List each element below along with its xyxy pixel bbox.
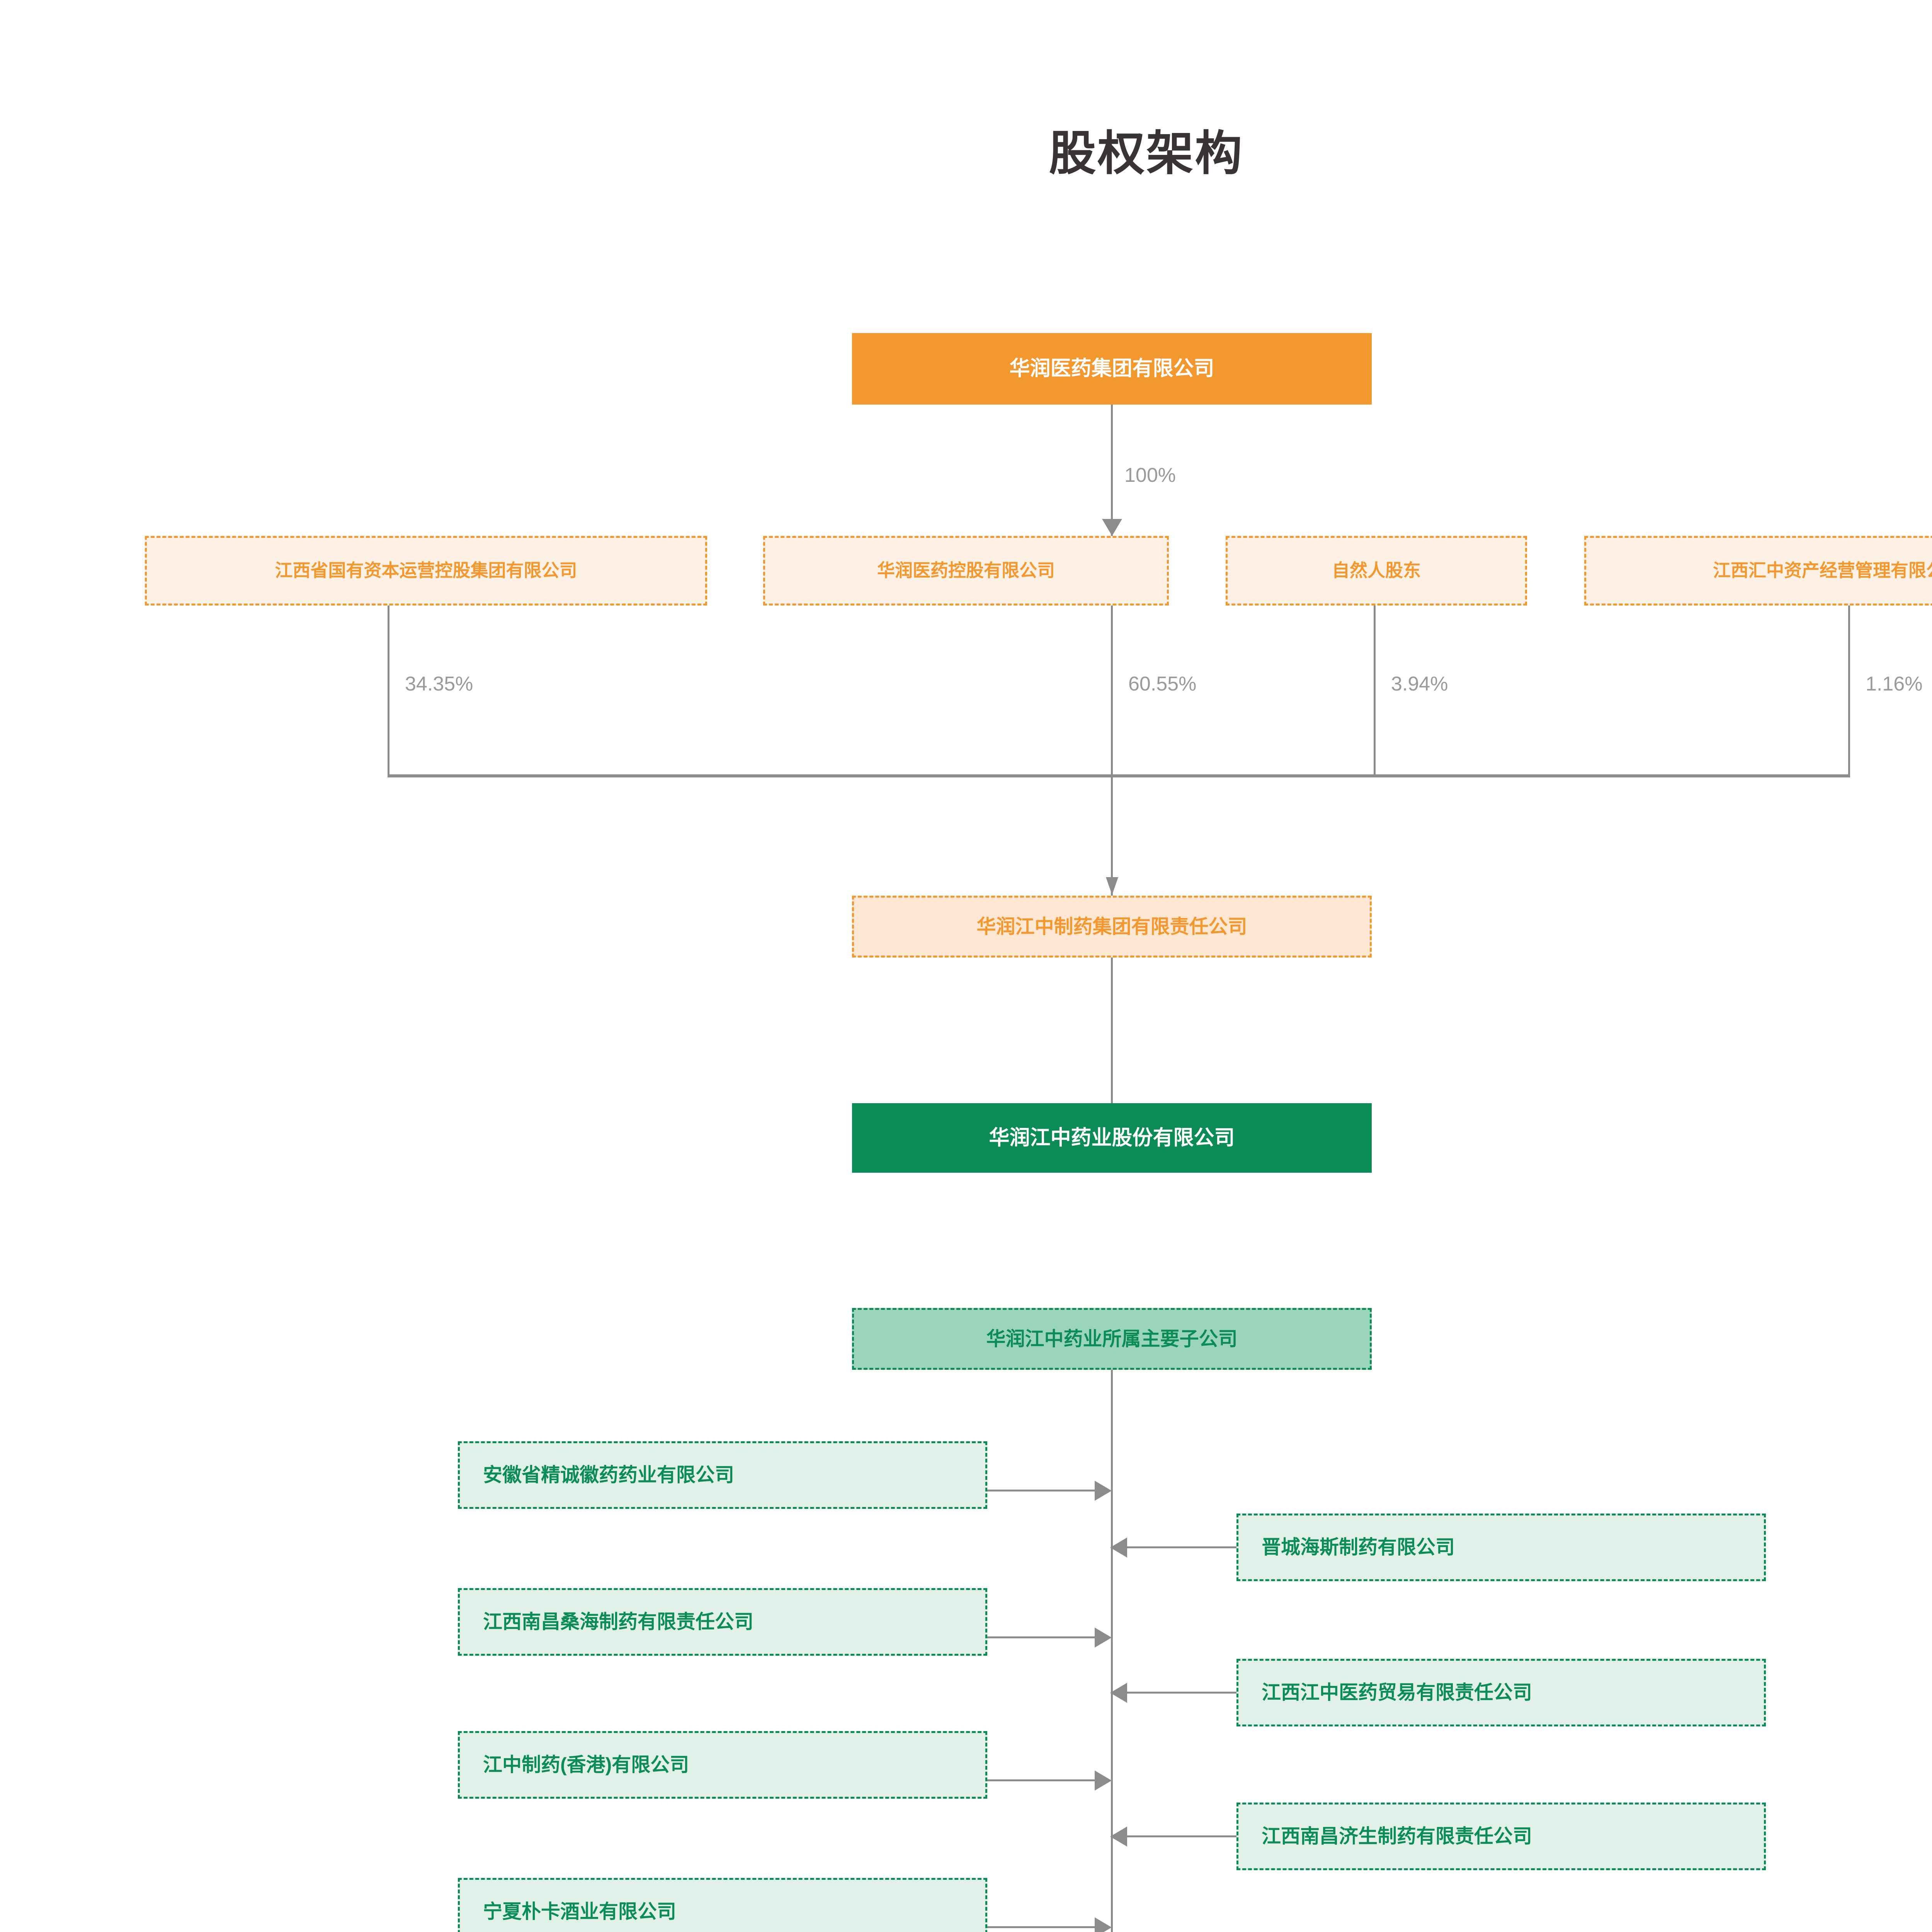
connector-root-to-crph <box>1111 405 1113 536</box>
node-holding-company-label: 华润江中制药集团有限责任公司 <box>976 915 1247 937</box>
node-subsidiaries-header-label: 华润江中药业所属主要子公司 <box>986 1328 1238 1350</box>
node-listed-company[interactable]: 华润江中药业股份有限公司 <box>852 1103 1372 1173</box>
edge-label-shareholder-2-percent: 3.94% <box>1391 673 1448 695</box>
arrowhead-subsidiary-right-1 <box>1110 1683 1127 1703</box>
connector-shareholder-2-drop <box>1374 605 1376 776</box>
node-subsidiary-right-1-label: 江西江中医药贸易有限责任公司 <box>1262 1682 1532 1704</box>
edge-label-shareholder-0-percent: 34.35% <box>405 673 473 695</box>
edge-label-shareholder-1-percent: 60.55% <box>1128 673 1197 695</box>
node-holding-company[interactable]: 华润江中制药集团有限责任公司 <box>852 896 1372 957</box>
node-shareholder-0[interactable]: 江西省国有资本运营控股集团有限公司 <box>145 536 707 605</box>
node-shareholder-1-label: 华润医药控股有限公司 <box>877 560 1055 581</box>
node-shareholder-3[interactable]: 江西汇中资产经营管理有限公司 <box>1584 536 1932 605</box>
connector-subsidiary-left-1 <box>987 1636 1095 1638</box>
node-subsidiary-right-0[interactable]: 晋城海斯制药有限公司 <box>1236 1514 1766 1581</box>
connector-subsidiary-right-2 <box>1127 1835 1236 1837</box>
connector-shareholder-1-drop <box>1111 605 1113 776</box>
arrowhead-subsidiary-right-0 <box>1110 1537 1127 1558</box>
connector-subsidiary-left-2 <box>987 1779 1095 1781</box>
arrowhead-root-to-crph <box>1102 519 1122 536</box>
node-shareholder-2-label: 自然人股东 <box>1332 560 1421 581</box>
node-subsidiary-right-1[interactable]: 江西江中医药贸易有限责任公司 <box>1236 1659 1766 1726</box>
node-subsidiary-left-3[interactable]: 宁夏朴卡酒业有限公司 <box>458 1878 987 1932</box>
edge-label-shareholder-3-percent: 1.16% <box>1866 673 1923 695</box>
node-subsidiary-left-0[interactable]: 安徽省精诚徽药药业有限公司 <box>458 1441 987 1509</box>
connector-shareholder-3-drop <box>1848 605 1850 776</box>
node-shareholder-0-label: 江西省国有资本运营控股集团有限公司 <box>275 560 577 581</box>
node-root-company-label: 华润医药集团有限公司 <box>1009 357 1214 380</box>
node-shareholder-2[interactable]: 自然人股东 <box>1226 536 1527 605</box>
connector-subsidiary-spine <box>1111 1370 1113 1932</box>
node-shareholder-1[interactable]: 华润医药控股有限公司 <box>763 536 1169 605</box>
node-subsidiaries-header[interactable]: 华润江中药业所属主要子公司 <box>852 1308 1372 1370</box>
arrowhead-subsidiary-left-1 <box>1095 1628 1112 1648</box>
node-subsidiary-right-0-label: 晋城海斯制药有限公司 <box>1262 1536 1455 1558</box>
node-subsidiary-right-2-label: 江西南昌济生制药有限责任公司 <box>1262 1825 1532 1847</box>
edge-label-root-percent: 100% <box>1124 464 1176 486</box>
node-subsidiary-left-1[interactable]: 江西南昌桑海制药有限责任公司 <box>458 1588 987 1656</box>
node-shareholder-3-label: 江西汇中资产经营管理有限公司 <box>1713 560 1932 581</box>
arrowhead-subsidiary-left-3 <box>1095 1917 1112 1932</box>
arrowhead-subsidiary-left-0 <box>1095 1481 1112 1501</box>
connector-subsidiary-left-3 <box>987 1926 1095 1928</box>
connector-subsidiary-right-0 <box>1127 1546 1236 1548</box>
connector-holding-to-listed <box>1111 957 1113 1120</box>
node-subsidiary-left-0-label: 安徽省精诚徽药药业有限公司 <box>483 1464 734 1486</box>
node-subsidiary-right-2[interactable]: 江西南昌济生制药有限责任公司 <box>1236 1803 1766 1870</box>
page-title: 股权架构 <box>1049 127 1244 180</box>
node-root-company[interactable]: 华润医药集团有限公司 <box>852 333 1372 405</box>
node-subsidiary-left-3-label: 宁夏朴卡酒业有限公司 <box>483 1901 676 1923</box>
arrowhead-subsidiary-left-2 <box>1095 1770 1112 1791</box>
node-listed-company-label: 华润江中药业股份有限公司 <box>989 1126 1235 1149</box>
connector-subsidiary-left-0 <box>987 1490 1095 1492</box>
connector-subsidiary-right-1 <box>1127 1692 1236 1694</box>
arrowhead-bus-to-holding <box>1106 877 1118 895</box>
node-subsidiary-left-2-label: 江中制药(香港)有限公司 <box>483 1754 689 1776</box>
arrowhead-subsidiary-right-2 <box>1110 1827 1127 1847</box>
connector-shareholder-merge-bus <box>388 774 1850 777</box>
connector-shareholder-0-drop <box>388 605 389 776</box>
node-subsidiary-left-2[interactable]: 江中制药(香港)有限公司 <box>458 1731 987 1799</box>
node-subsidiary-left-1-label: 江西南昌桑海制药有限责任公司 <box>483 1611 753 1633</box>
connector-bus-to-holding <box>1111 774 1113 897</box>
